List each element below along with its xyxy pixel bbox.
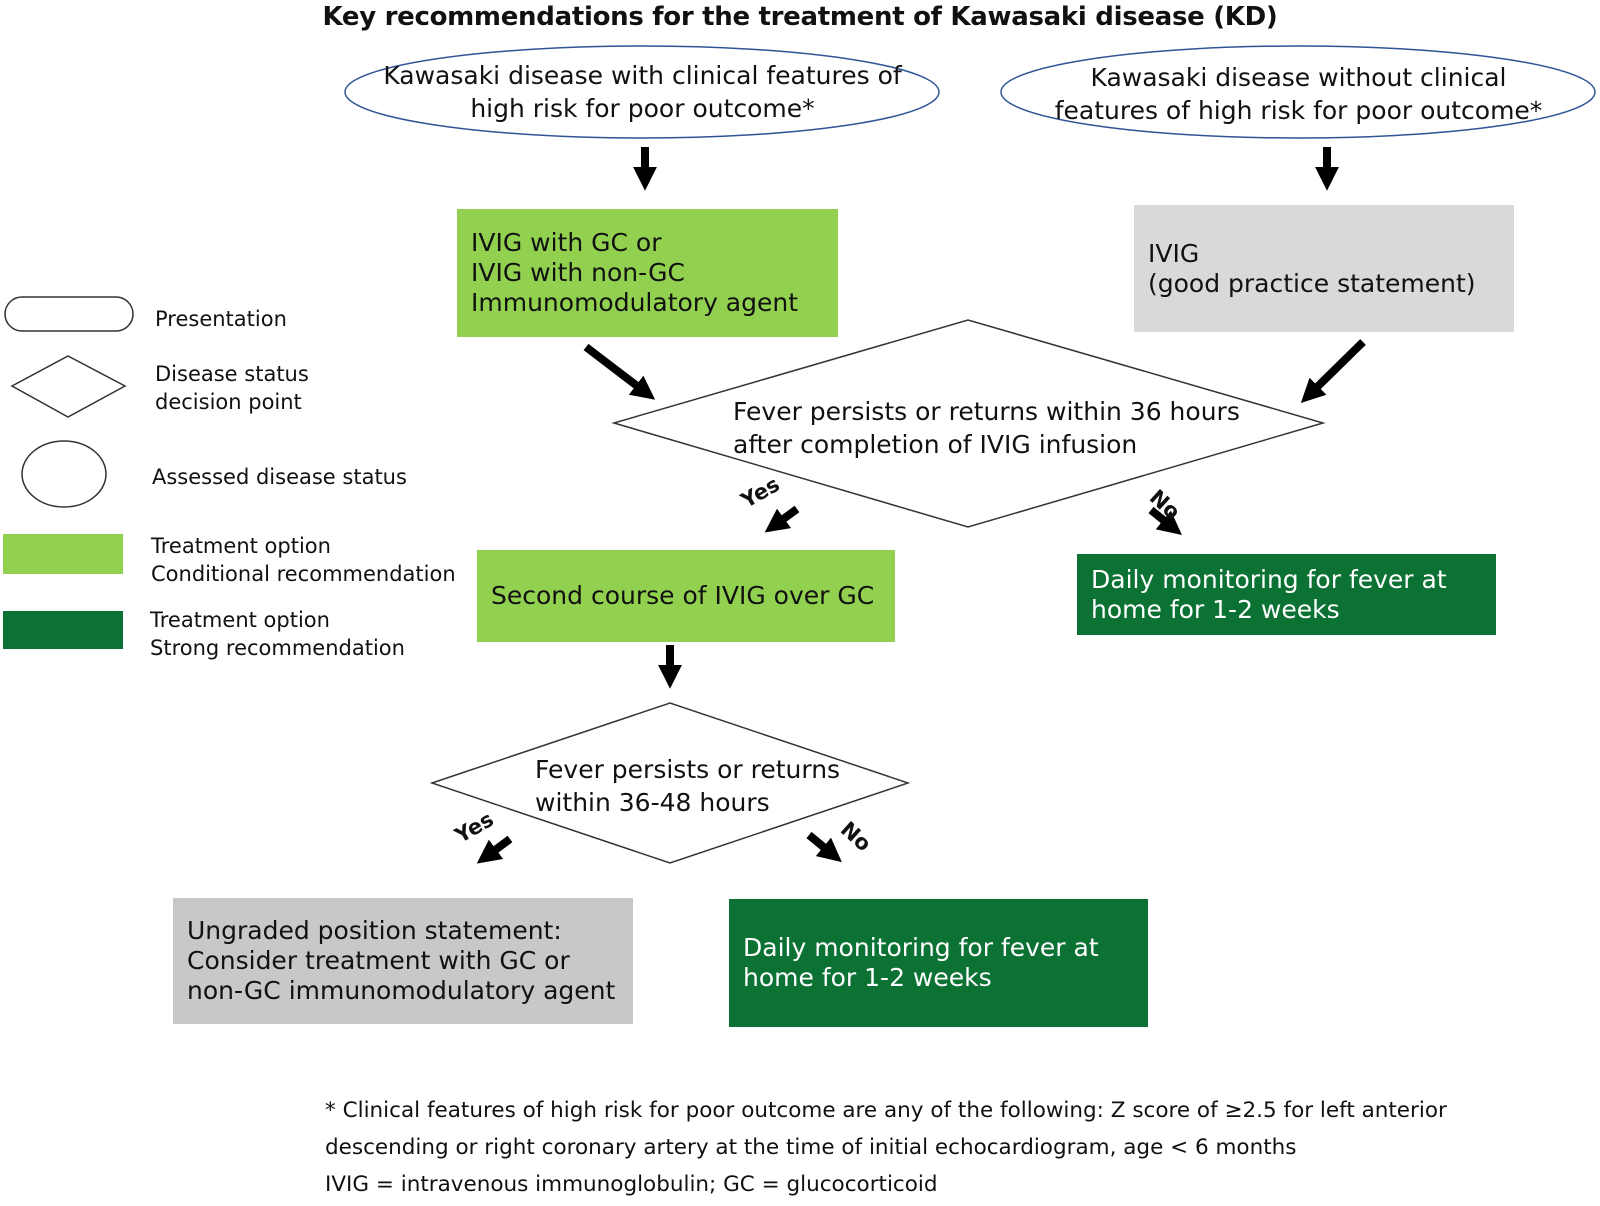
treatment-line: IVIG with non-GC bbox=[471, 258, 685, 287]
treatment-line: Ungraded position statement: bbox=[187, 916, 562, 945]
legend-assessed-label: Assessed disease status bbox=[152, 465, 407, 489]
treatment-line: Immunomodulatory agent bbox=[471, 288, 799, 317]
decision-second-text: Fever persists or returns within 36-48 h… bbox=[535, 753, 855, 819]
treatment-line: Daily monitoring for fever at bbox=[1091, 564, 1447, 594]
footnote: * Clinical features of high risk for poo… bbox=[325, 1092, 1595, 1203]
treatment-box-daily-monitoring-2: Daily monitoring for fever at home for 1… bbox=[729, 899, 1148, 1027]
treatment-box-daily-monitoring-1: Daily monitoring for fever at home for 1… bbox=[1077, 554, 1496, 635]
arrow-second-decision-yes bbox=[476, 835, 513, 864]
legend-conditional-swatch bbox=[3, 534, 123, 574]
treatment-box-ivig-good-practice: IVIG (good practice statement) bbox=[1134, 205, 1514, 332]
legend-decision-line-1: Disease status bbox=[155, 362, 309, 386]
presentation-high-risk-line-1: Kawasaki disease with clinical features … bbox=[383, 61, 902, 90]
presentation-not-high-risk-line-1: Kawasaki disease without clinical bbox=[1090, 63, 1507, 92]
legend-conditional-line-1: Treatment option bbox=[151, 534, 331, 558]
legend-decision-shape bbox=[10, 355, 127, 418]
decision-second-line-2: within 36-48 hours bbox=[535, 788, 770, 817]
diagram-title: Key recommendations for the treatment of… bbox=[322, 2, 1278, 32]
arrow-treatment-to-decision bbox=[583, 343, 656, 400]
decision-first-line-2: after completion of IVIG infusion bbox=[733, 430, 1138, 459]
legend-decision-label: Disease status decision point bbox=[155, 360, 309, 416]
legend-decision-line-2: decision point bbox=[155, 390, 302, 414]
arrow-decision-no bbox=[1148, 506, 1182, 536]
treatment-box-second-course: Second course of IVIG over GC bbox=[477, 550, 895, 642]
footnote-line-1: * Clinical features of high risk for poo… bbox=[325, 1098, 1447, 1123]
presentation-high-risk-text: Kawasaki disease with clinical features … bbox=[370, 56, 915, 128]
treatment-line: non-GC immunomodulatory agent bbox=[187, 976, 616, 1005]
legend-conditional-label: Treatment option Conditional recommendat… bbox=[151, 532, 456, 588]
treatment-line: home for 1-2 weeks bbox=[743, 963, 992, 992]
arrow-second-decision-no bbox=[806, 831, 842, 863]
treatment-line: IVIG with GC or bbox=[471, 228, 662, 257]
treatment-line: IVIG bbox=[1148, 238, 1200, 268]
footnote-line-2: descending or right coronary artery at t… bbox=[325, 1135, 1297, 1160]
presentation-oval-not-high-risk bbox=[1000, 45, 1596, 139]
decision-first-line-1: Fever persists or returns within 36 hour… bbox=[733, 397, 1240, 426]
treatment-box-high-risk-initial: IVIG with GC or IVIG with non-GC Immunom… bbox=[457, 209, 838, 337]
decision-second-line-1: Fever persists or returns bbox=[535, 755, 841, 784]
legend-assessed-shape bbox=[21, 440, 107, 508]
treatment-line: Second course of IVIG over GC bbox=[491, 581, 875, 610]
presentation-high-risk-line-2: high risk for poor outcome* bbox=[470, 94, 815, 123]
footnote-line-3: IVIG = intravenous immunoglobulin; GC = … bbox=[325, 1172, 938, 1197]
legend-strong-line-1: Treatment option bbox=[150, 608, 330, 632]
decision-diamond-second bbox=[429, 702, 911, 864]
presentation-oval-high-risk bbox=[344, 45, 940, 139]
presentation-not-high-risk-line-2: features of high risk for poor outcome* bbox=[1054, 96, 1543, 125]
presentation-not-high-risk-text: Kawasaki disease without clinical featur… bbox=[1026, 58, 1571, 130]
treatment-line: Daily monitoring for fever at bbox=[743, 933, 1099, 962]
legend-strong-line-2: Strong recommendation bbox=[150, 636, 405, 660]
arrow-decision-yes bbox=[764, 505, 800, 533]
legend-strong-label: Treatment option Strong recommendation bbox=[150, 606, 405, 662]
treatment-line: (good practice statement) bbox=[1148, 268, 1476, 298]
decision-first-text: Fever persists or returns within 36 hour… bbox=[733, 395, 1253, 461]
legend-strong-swatch bbox=[3, 611, 123, 649]
legend-presentation-shape bbox=[4, 296, 134, 332]
treatment-line: Consider treatment with GC or bbox=[187, 946, 570, 975]
treatment-box-ungraded-statement: Ungraded position statement: Consider tr… bbox=[173, 898, 633, 1024]
legend-conditional-line-2: Conditional recommendation bbox=[151, 562, 456, 586]
treatment-line: home for 1-2 weeks bbox=[1091, 594, 1340, 624]
decision-diamond-first bbox=[611, 319, 1326, 528]
arrow-ivig-to-decision bbox=[1300, 339, 1366, 403]
legend-presentation-label: Presentation bbox=[155, 307, 287, 331]
